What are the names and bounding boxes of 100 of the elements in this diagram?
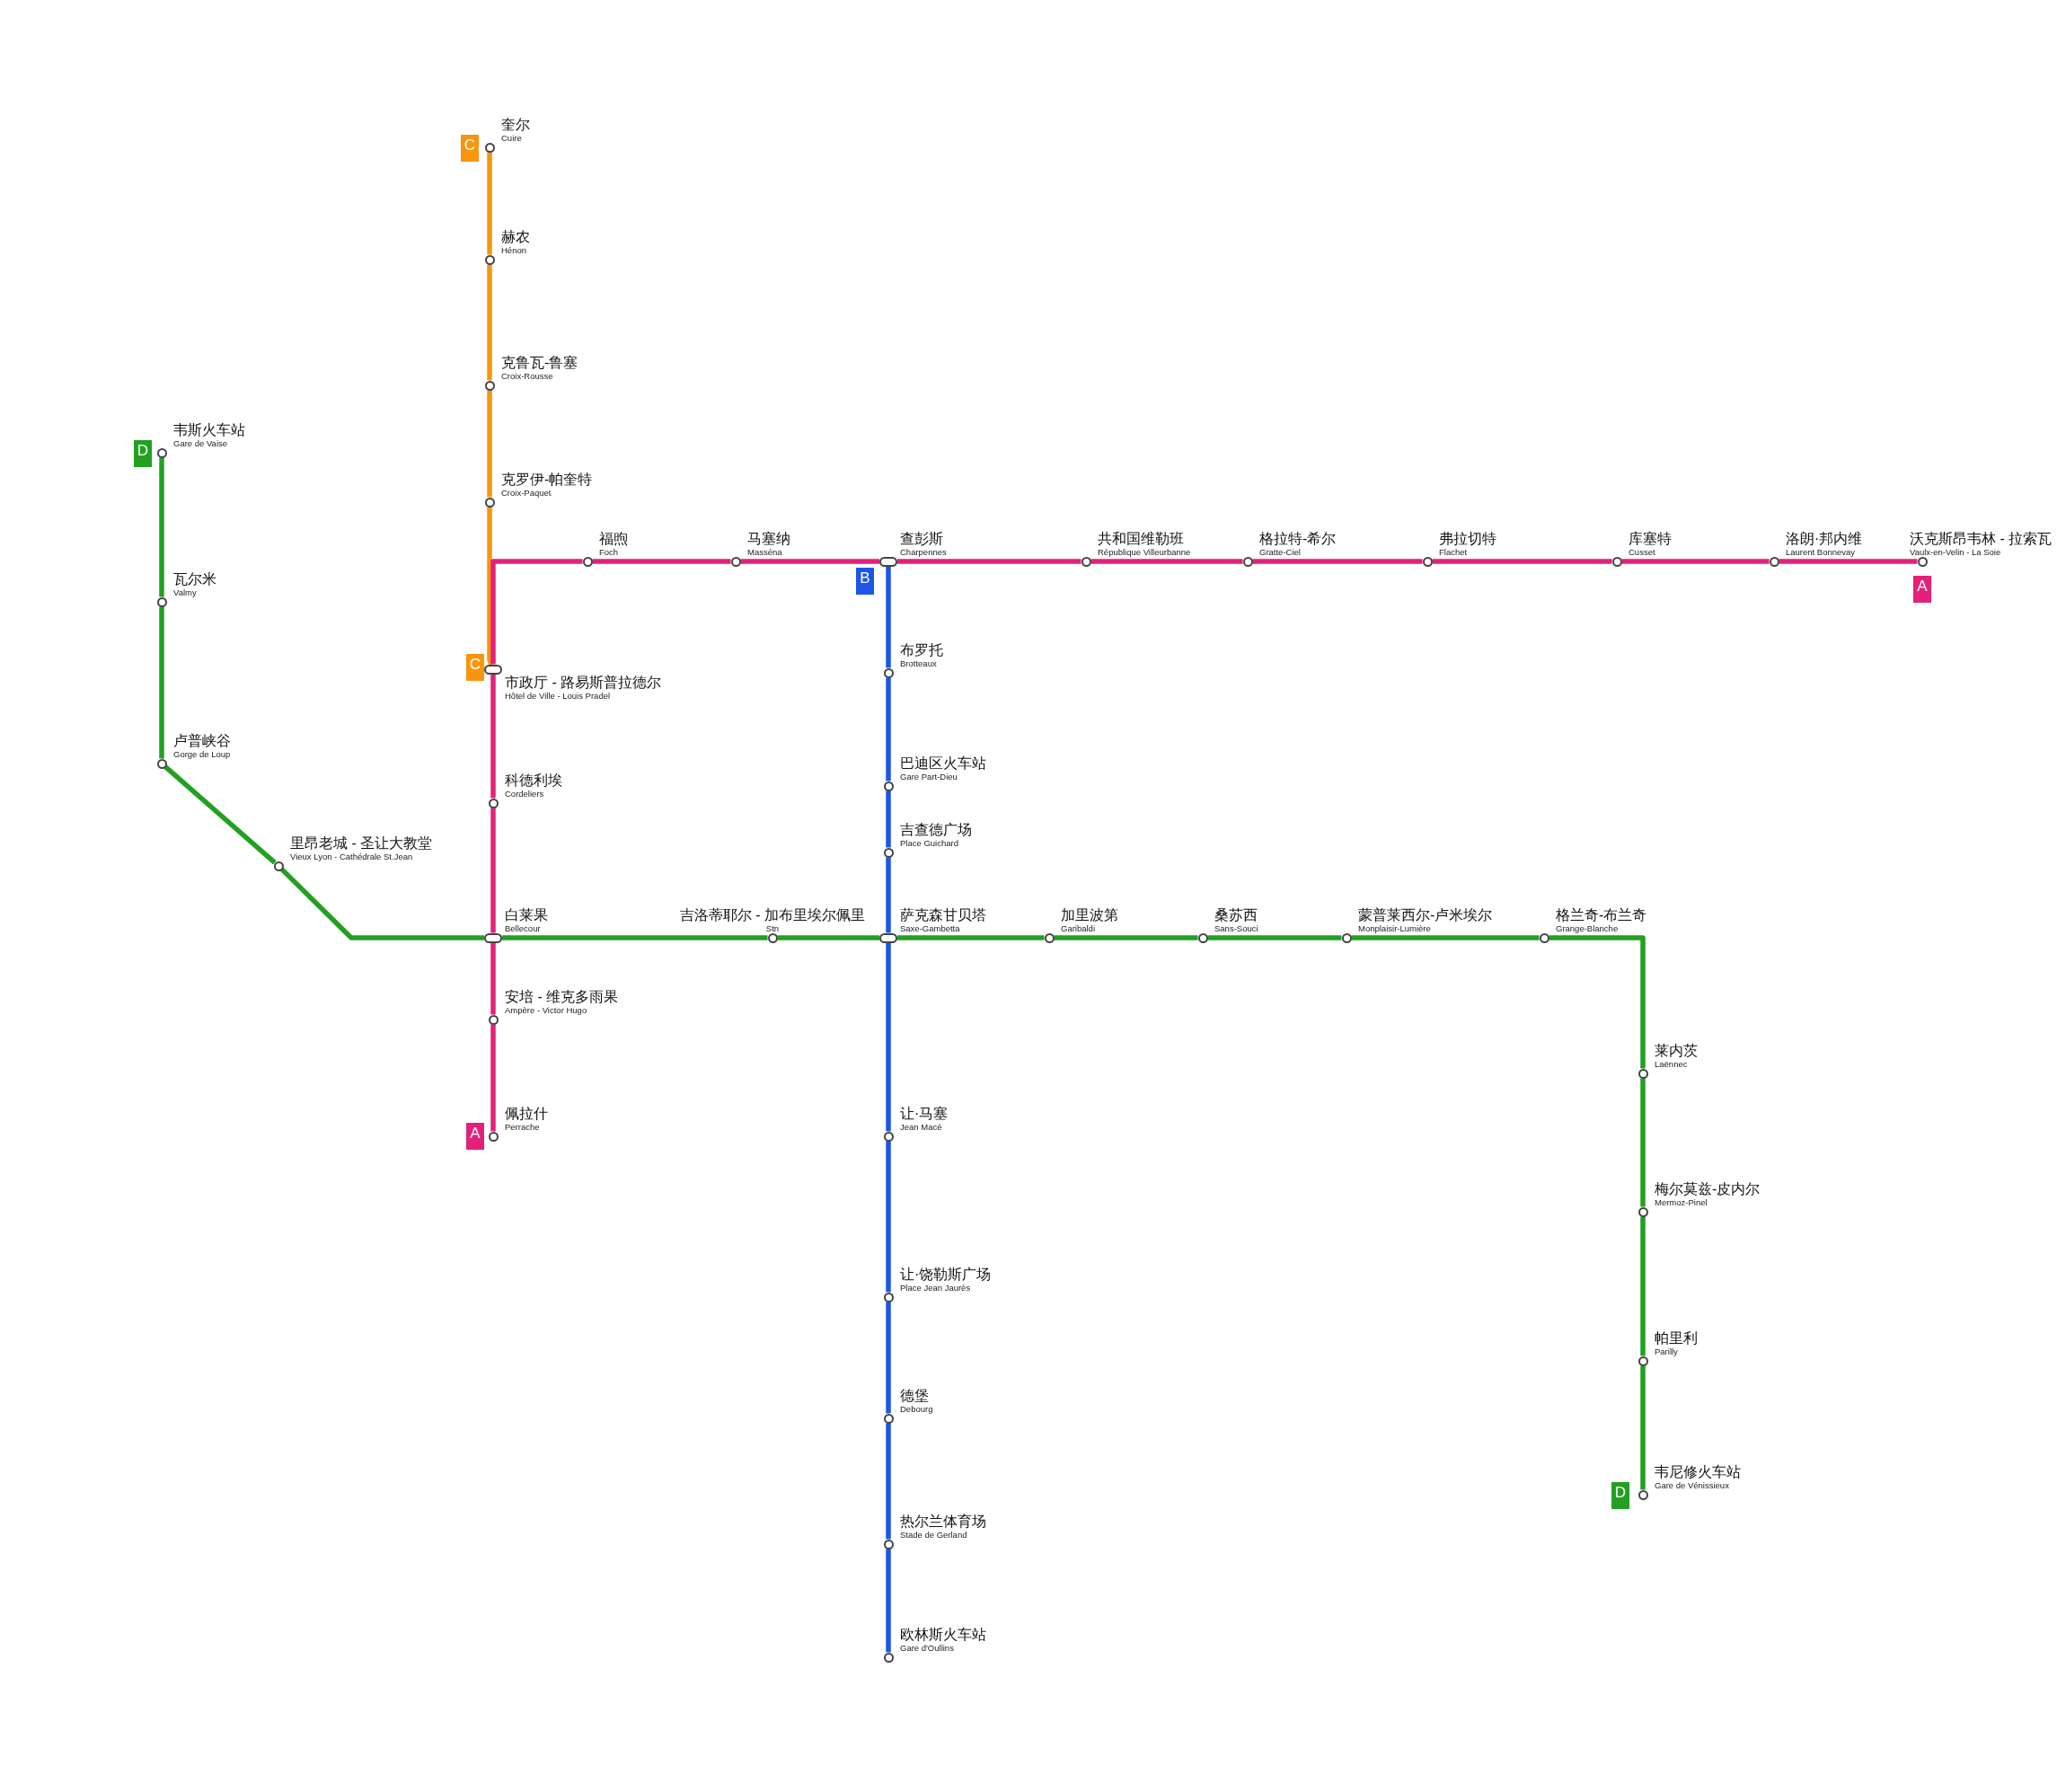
- metro-line-segment: [1090, 559, 1243, 564]
- station-name: 科德利埃: [505, 772, 562, 789]
- station-name: 蒙普莱西尔-卢米埃尔: [1358, 907, 1493, 923]
- metro-line-segment: [886, 1549, 891, 1653]
- station-marker: [883, 1413, 894, 1424]
- metro-line-segment: [897, 559, 1081, 564]
- station-name: 卢普峡谷: [173, 733, 231, 749]
- station-name: 帕里利: [1655, 1330, 1698, 1346]
- station-marker: [484, 380, 495, 391]
- station-name: 共和国维勒班: [1098, 531, 1185, 547]
- station-marker: [582, 556, 593, 567]
- station-name-latin: Stade de Gerland: [900, 1530, 968, 1540]
- station-name-latin: Gare d'Oullins: [900, 1643, 955, 1653]
- metro-line-segment: [1351, 935, 1540, 940]
- metro-line-segment: [159, 606, 164, 759]
- station-name: 沃克斯昂韦林 - 拉索瓦: [1910, 531, 2053, 547]
- station-name: 安培 - 维克多雨果: [505, 989, 619, 1005]
- station-name: 热尔兰体育场: [900, 1514, 986, 1530]
- station-marker: [1638, 1355, 1648, 1366]
- line-badge: D: [1611, 1482, 1629, 1509]
- station-marker: [1769, 556, 1779, 567]
- station-name-latin: Gare de Vaise: [173, 438, 229, 448]
- station-name-latin: Valmy: [173, 587, 198, 597]
- station-name: 让·饶勒斯广场: [900, 1267, 992, 1283]
- interchange-marker: [879, 556, 897, 567]
- metro-line-segment: [1779, 559, 1918, 564]
- station-name-latin: Masséna: [747, 547, 783, 557]
- station-name-latin: Gare de Vénissieux: [1655, 1480, 1730, 1490]
- station-marker: [1242, 556, 1253, 567]
- metro-line-segment: [279, 867, 484, 940]
- metro-line-segment: [1252, 559, 1423, 564]
- station-name-latin: Jean Macé: [900, 1122, 943, 1132]
- station-marker: [1917, 556, 1928, 567]
- station-name-latin: Mermoz-Pinel: [1655, 1197, 1708, 1207]
- metro-line-segment: [502, 935, 768, 940]
- line-badge: A: [466, 1123, 484, 1150]
- station-marker: [484, 254, 495, 265]
- metro-line-segment: [886, 1141, 891, 1293]
- metro-line-segment: [1640, 1078, 1646, 1207]
- station-name: 奎尔: [501, 117, 530, 133]
- station-name-latin: Garibaldi: [1061, 923, 1097, 933]
- metro-line-segment: [886, 1423, 891, 1540]
- metro-line-segment: [490, 559, 583, 665]
- metro-line-segment: [487, 264, 492, 381]
- station-name: 佩拉什: [505, 1106, 548, 1122]
- metro-line-segment: [1621, 559, 1770, 564]
- interchange-marker: [484, 932, 502, 943]
- station-name-latin: Laurent Bonnevay: [1786, 547, 1857, 557]
- station-name: 莱内茨: [1655, 1043, 1698, 1059]
- station-marker: [1638, 1489, 1648, 1500]
- station-name: 格兰奇-布兰奇: [1556, 907, 1647, 923]
- station-marker: [883, 781, 894, 791]
- metro-line-segment: [490, 674, 496, 799]
- station-name: 库塞特: [1629, 531, 1672, 547]
- station-name: 克罗伊-帕奎特: [501, 472, 593, 488]
- station-name: 克鲁瓦-鲁塞: [501, 355, 578, 371]
- line-badge: A: [1913, 576, 1931, 603]
- station-marker: [156, 596, 167, 607]
- station-marker: [883, 1539, 894, 1549]
- station-marker: [488, 1131, 499, 1142]
- station-name: 巴迪区火车站: [900, 755, 986, 772]
- station-name-latin: Hénon: [501, 245, 527, 255]
- station-name-latin: Foch: [599, 547, 620, 557]
- metro-line-segment: [592, 559, 731, 564]
- metro-line-segment: [490, 942, 496, 1015]
- station-marker: [1044, 932, 1055, 943]
- station-marker: [883, 667, 894, 678]
- interchange-marker: [879, 932, 897, 943]
- station-name-latin: Debourg: [900, 1404, 933, 1414]
- station-name: 韦斯火车站: [173, 422, 245, 438]
- station-marker: [1638, 1068, 1648, 1079]
- station-name: 萨克森甘贝塔: [900, 907, 986, 923]
- station-marker: [1081, 556, 1091, 567]
- station-name: 白莱果: [505, 907, 548, 923]
- station-name-latin: Monplaisir-Lumière: [1358, 923, 1432, 933]
- station-name: 查彭斯: [900, 531, 944, 547]
- metro-line-segment: [163, 764, 277, 865]
- station-name-latin: Cuire: [501, 133, 523, 143]
- line-badge: D: [134, 440, 152, 467]
- station-name-latin: République Villeurbanne: [1098, 547, 1191, 557]
- station-marker: [273, 861, 284, 871]
- station-name-latin: Grange-Blanche: [1556, 923, 1620, 933]
- line-badge: B: [856, 568, 874, 595]
- station-marker: [488, 798, 499, 808]
- station-name: 吉查德广场: [900, 822, 972, 838]
- metro-line-segment: [487, 390, 492, 498]
- station-name-latin: Perrache: [505, 1122, 541, 1132]
- station-name: 福煦: [599, 531, 628, 547]
- metro-line-segment: [1054, 935, 1198, 940]
- station-marker: [156, 447, 167, 458]
- station-name-latin: Croix-Paquet: [501, 488, 552, 498]
- station-name-latin: Parilly: [1655, 1346, 1679, 1356]
- station-name: 韦尼修火车站: [1655, 1464, 1741, 1480]
- station-name: 梅尔莫兹-皮内尔: [1655, 1181, 1761, 1197]
- station-marker: [484, 497, 495, 508]
- station-name: 格拉特-希尔: [1259, 531, 1337, 547]
- station-name-latin: Flachet: [1439, 547, 1469, 557]
- metro-line-segment: [490, 1024, 496, 1132]
- station-name: 市政厅 - 路易斯普拉德尔: [505, 675, 662, 691]
- station-name-latin: Charpennes: [900, 547, 947, 557]
